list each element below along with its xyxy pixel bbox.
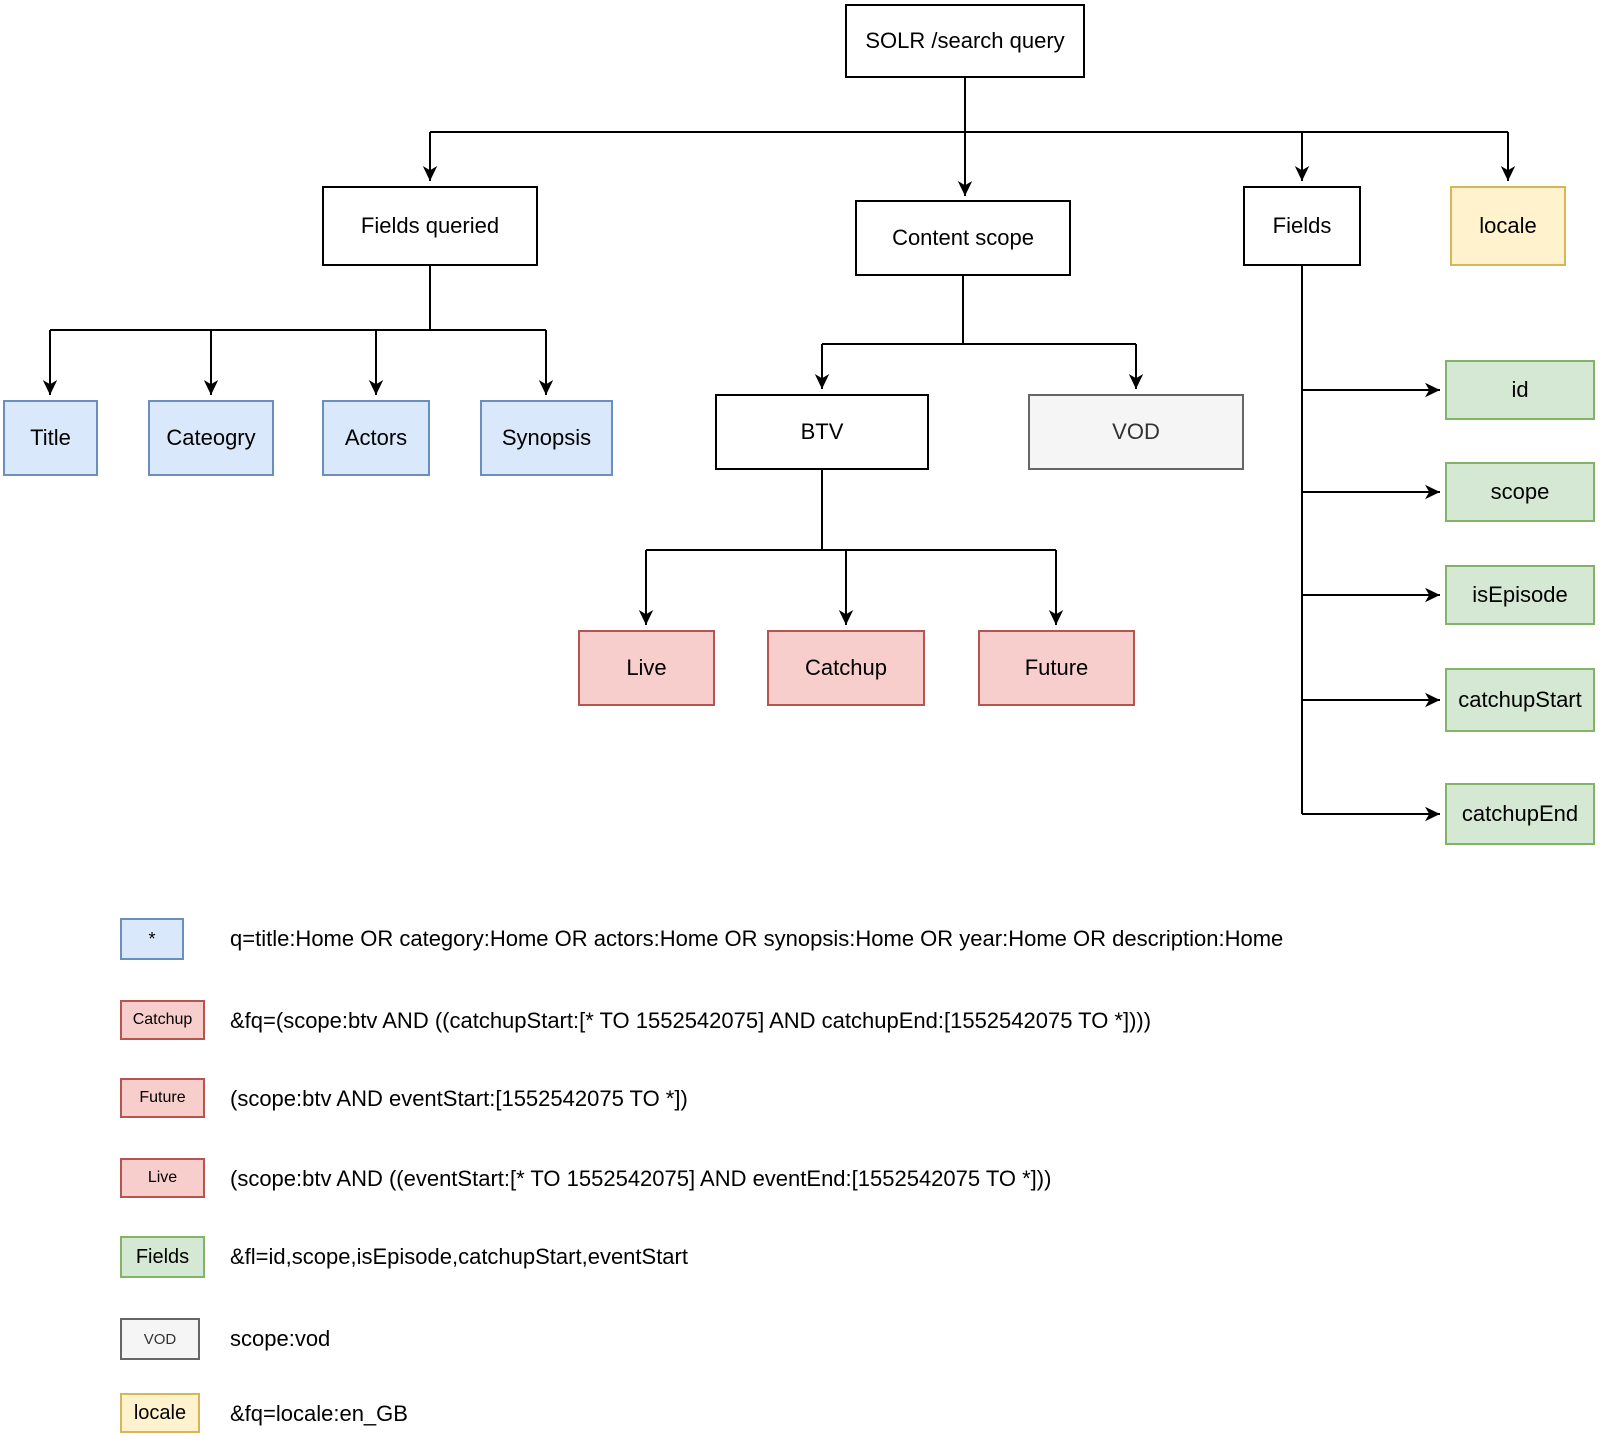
node-field-catchupend: catchupEnd bbox=[1445, 783, 1595, 845]
node-fields: Fields bbox=[1243, 186, 1361, 266]
node-content-scope: Content scope bbox=[855, 200, 1071, 276]
legend-text-locale: &fq=locale:en_GB bbox=[230, 1401, 408, 1426]
legend-text-live: (scope:btv AND ((eventStart:[* TO 155254… bbox=[230, 1166, 1052, 1191]
legend-swatch-star: * bbox=[120, 918, 184, 960]
legend-text-query: q=title:Home OR category:Home OR actors:… bbox=[230, 926, 1284, 951]
node-field-isepisode: isEpisode bbox=[1445, 565, 1595, 625]
node-field-catchupstart: catchupStart bbox=[1445, 668, 1595, 732]
legend-swatch-future: Future bbox=[120, 1078, 205, 1118]
node-locale: locale bbox=[1450, 186, 1566, 266]
legend-swatch-locale: locale bbox=[120, 1393, 200, 1433]
legend-text-vod: scope:vod bbox=[230, 1326, 331, 1351]
node-live: Live bbox=[578, 630, 715, 706]
node-actors: Actors bbox=[322, 400, 430, 476]
node-field-id: id bbox=[1445, 360, 1595, 420]
legend-swatch-live: Live bbox=[120, 1158, 205, 1198]
legend-swatch-vod: VOD bbox=[120, 1318, 200, 1360]
legend-swatch-catchup: Catchup bbox=[120, 1000, 205, 1040]
node-fields-queried: Fields queried bbox=[322, 186, 538, 266]
legend-text-catchup: &fq=(scope:btv AND ((catchupStart:[* TO … bbox=[230, 1008, 1152, 1033]
node-category: Cateogry bbox=[148, 400, 274, 476]
node-future: Future bbox=[978, 630, 1135, 706]
node-field-scope: scope bbox=[1445, 462, 1595, 522]
legend-text-future: (scope:btv AND eventStart:[1552542075 TO… bbox=[230, 1086, 688, 1111]
legend-swatch-fields: Fields bbox=[120, 1236, 205, 1278]
legend-text-fields: &fl=id,scope,isEpisode,catchupStart,even… bbox=[230, 1244, 688, 1269]
node-vod: VOD bbox=[1028, 394, 1244, 470]
node-solr-search-query: SOLR /search query bbox=[845, 4, 1085, 78]
node-synopsis: Synopsis bbox=[480, 400, 613, 476]
node-catchup: Catchup bbox=[767, 630, 925, 706]
node-title: Title bbox=[3, 400, 98, 476]
node-btv: BTV bbox=[715, 394, 929, 470]
